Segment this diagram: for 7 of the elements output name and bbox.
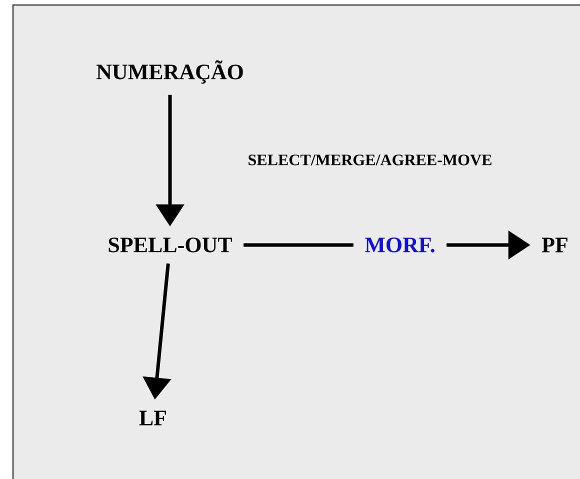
term-label: LF <box>139 410 166 426</box>
term-label: PF <box>542 238 568 252</box>
term-label: MORF. <box>365 238 434 252</box>
connector-line <box>244 243 354 247</box>
edge-label: SELECT/MERGE/AGREE-MOVE <box>248 154 492 166</box>
term-label: SPELL-OUT <box>108 238 232 252</box>
term-label: NUMERAÇÃO <box>96 60 243 84</box>
